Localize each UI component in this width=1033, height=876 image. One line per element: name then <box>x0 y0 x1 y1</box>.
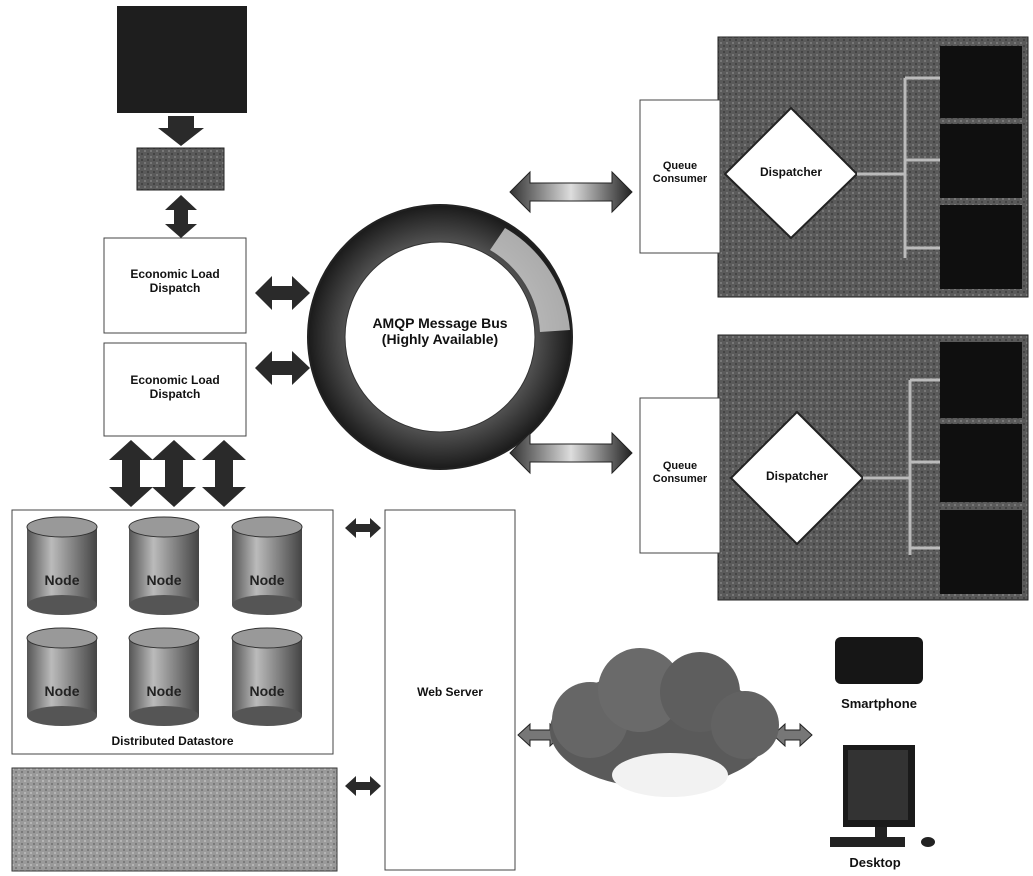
smartphone-device <box>835 637 923 684</box>
datastore-node-label: Node <box>27 683 97 699</box>
desktop-device <box>830 745 935 847</box>
bi-arrows-eld-datastore <box>109 440 246 507</box>
worker-top-1 <box>940 46 1022 118</box>
worker-top-2 <box>940 124 1022 198</box>
bi-arrow-storage-web <box>345 776 381 796</box>
bi-arrow-datastore-web <box>345 518 381 538</box>
dispatcher-top-label: Dispatcher <box>741 166 841 180</box>
internet-cloud <box>550 648 779 797</box>
worker-bottom-3 <box>940 510 1022 594</box>
worker-top-3 <box>940 205 1022 289</box>
smartphone-label: Smartphone <box>820 697 938 712</box>
queue-consumer-bottom-label: Queue Consumer <box>640 460 720 485</box>
dispatcher-bottom-label: Dispatcher <box>747 470 847 484</box>
worker-bottom-2 <box>940 424 1022 502</box>
bi-arrow-bus-bottom <box>510 433 632 473</box>
bi-arrow-eld-bottom <box>255 351 310 385</box>
bottom-storage-block <box>12 768 337 871</box>
eld-top-label: Economic Load Dispatch <box>104 268 246 296</box>
datastore-node-label: Node <box>129 683 199 699</box>
web-server-label: Web Server <box>385 686 515 700</box>
desktop-label: Desktop <box>820 856 930 871</box>
queue-consumer-top-label: Queue Consumer <box>640 160 720 185</box>
bi-arrow-vertical <box>165 195 197 238</box>
bi-arrow-eld-top <box>255 276 310 310</box>
eld-bottom-label: Economic Load Dispatch <box>104 374 246 402</box>
datastore-node-label: Node <box>232 572 302 588</box>
datastore-label: Distributed Datastore <box>12 735 333 749</box>
datastore-node-label: Node <box>232 683 302 699</box>
datastore-node-label: Node <box>129 572 199 588</box>
top-source-block <box>117 6 247 113</box>
down-arrow <box>158 116 204 146</box>
message-bus-label: AMQP Message Bus (Highly Available) <box>345 315 535 347</box>
datastore-node-label: Node <box>27 572 97 588</box>
worker-bottom-1 <box>940 342 1022 418</box>
small-connector-box <box>137 148 224 190</box>
bi-arrow-bus-top <box>510 172 632 212</box>
